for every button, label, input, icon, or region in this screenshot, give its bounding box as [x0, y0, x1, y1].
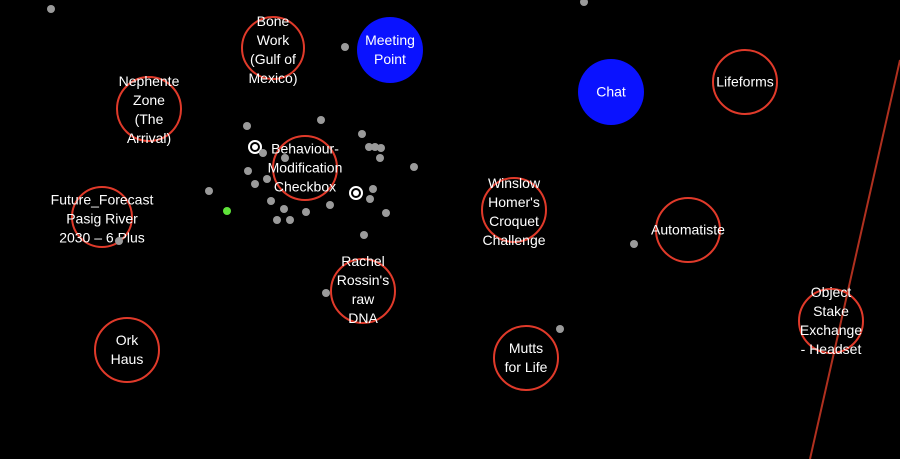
user-dot-icon[interactable]	[358, 130, 366, 138]
room-winslow-homer[interactable]	[481, 177, 547, 243]
user-dot-icon[interactable]	[205, 187, 213, 195]
user-dot-icon[interactable]	[47, 5, 55, 13]
user-dot-icon[interactable]	[281, 154, 289, 162]
user-dot-icon[interactable]	[556, 325, 564, 333]
room-rachel-rossin[interactable]	[330, 258, 396, 324]
room-mutts-for-life[interactable]	[493, 325, 559, 391]
user-dot-icon[interactable]	[273, 216, 281, 224]
user-dot-icon[interactable]	[326, 201, 334, 209]
user-dot-icon[interactable]	[280, 205, 288, 213]
user-dot-icon[interactable]	[317, 116, 325, 124]
room-bone-work[interactable]	[241, 16, 305, 80]
avatar-ring-icon[interactable]	[349, 186, 363, 200]
room-nephente-zone[interactable]	[116, 76, 182, 142]
room-ork-haus[interactable]	[94, 317, 160, 383]
user-dot-icon[interactable]	[382, 209, 390, 217]
room-behaviour-modification[interactable]	[272, 135, 338, 201]
user-dot-icon[interactable]	[376, 154, 384, 162]
user-dot-icon[interactable]	[360, 231, 368, 239]
user-dot-icon[interactable]	[115, 237, 123, 245]
active-user-dot-icon[interactable]	[223, 207, 231, 215]
user-dot-icon[interactable]	[259, 149, 267, 157]
room-lifeforms[interactable]	[712, 49, 778, 115]
avatar-ring-icon[interactable]	[248, 140, 262, 154]
user-dot-icon[interactable]	[322, 289, 330, 297]
user-dot-icon[interactable]	[580, 0, 588, 6]
room-future-forecast[interactable]	[71, 186, 133, 248]
room-chat[interactable]	[578, 59, 644, 125]
user-dot-icon[interactable]	[251, 180, 259, 188]
user-dot-icon[interactable]	[377, 144, 385, 152]
user-dot-icon[interactable]	[630, 240, 638, 248]
room-object-stake[interactable]	[798, 288, 864, 354]
user-dot-icon[interactable]	[410, 163, 418, 171]
room-automatiste[interactable]	[655, 197, 721, 263]
user-dot-icon[interactable]	[286, 216, 294, 224]
user-dot-icon[interactable]	[365, 143, 373, 151]
user-dot-icon[interactable]	[366, 195, 374, 203]
room-meeting-point[interactable]	[357, 17, 423, 83]
user-dot-icon[interactable]	[302, 208, 310, 216]
user-dot-icon[interactable]	[267, 197, 275, 205]
user-dot-icon[interactable]	[263, 175, 271, 183]
user-dot-icon[interactable]	[371, 143, 379, 151]
user-dot-icon[interactable]	[369, 185, 377, 193]
user-dot-icon[interactable]	[244, 167, 252, 175]
user-dot-icon[interactable]	[341, 43, 349, 51]
user-dot-icon[interactable]	[243, 122, 251, 130]
